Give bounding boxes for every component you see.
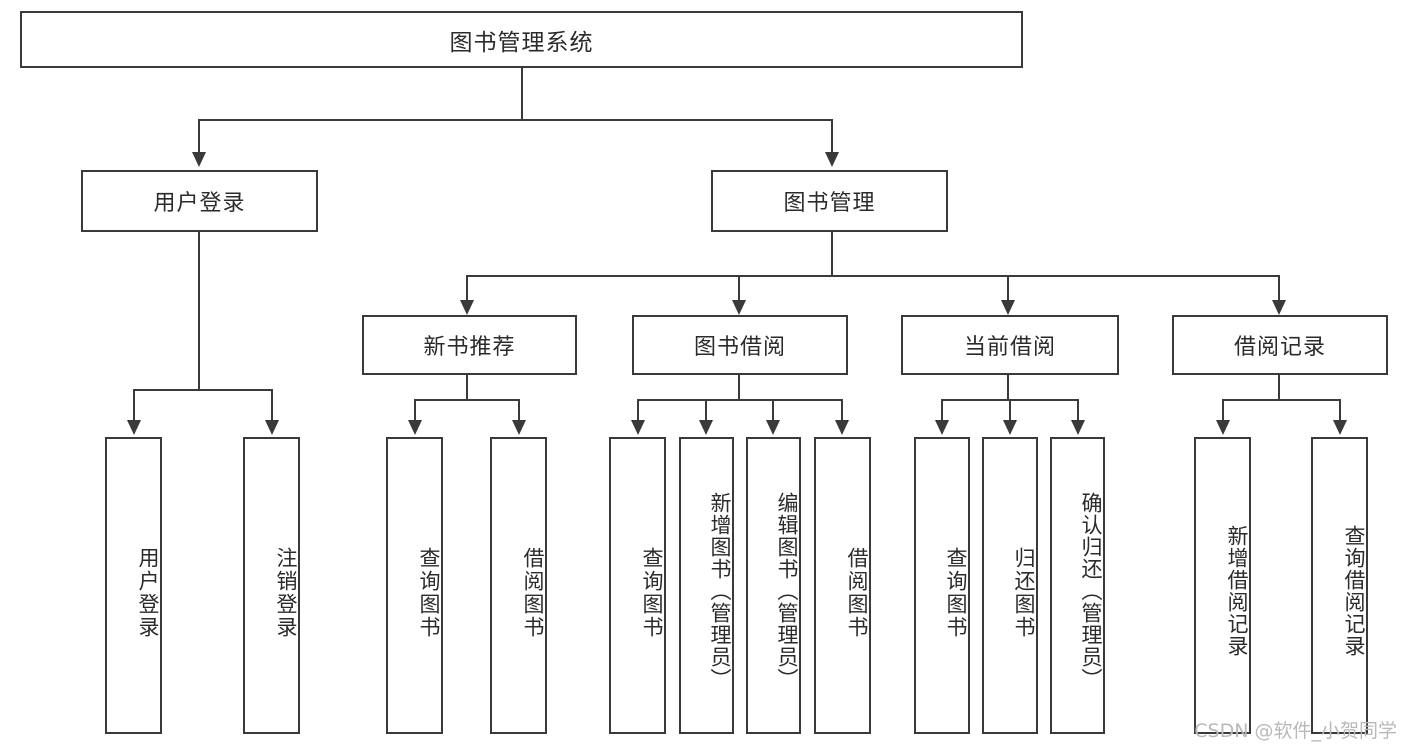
arrowhead-leaf-logout <box>265 420 279 435</box>
node-leaf-borrow-book-2-label: 借阅图书 <box>845 546 869 639</box>
edge-to-leaf-query-book-2 <box>637 399 639 421</box>
edge-book-borrow-trunk <box>738 375 740 400</box>
node-borrow-record[interactable]: 借阅记录 <box>1172 315 1388 375</box>
node-leaf-logout-label: 注销登录 <box>274 546 298 639</box>
node-leaf-query-record-label: 查询借阅记录 <box>1342 524 1366 657</box>
watermark: CSDN @软件_小贺同学 <box>1194 720 1397 742</box>
edge-borrow-record-trunk <box>1278 375 1280 400</box>
node-leaf-return-book-label: 归还图书 <box>1012 546 1036 639</box>
edge-to-current-borrow <box>1007 275 1009 301</box>
edge-book-mgmt-bus <box>466 275 1280 277</box>
arrowhead-borrow-record <box>1272 300 1286 315</box>
node-book-borrow-label: 图书借阅 <box>693 335 786 360</box>
node-leaf-query-book-3[interactable]: 查询图书 <box>914 437 970 734</box>
arrowhead-leaf-query-record <box>1333 420 1347 435</box>
edge-to-leaf-add-record <box>1222 399 1224 421</box>
arrowhead-leaf-edit-book <box>766 420 780 435</box>
node-leaf-add-book[interactable]: 新增图书（管理员） <box>679 437 734 734</box>
node-leaf-confirm-return-label: 确认归还（管理员） <box>1079 491 1103 690</box>
arrowhead-leaf-confirm-return <box>1071 420 1085 435</box>
node-book-borrow[interactable]: 图书借阅 <box>632 315 848 375</box>
edge-to-leaf-edit-book <box>772 399 774 421</box>
node-root-label: 图书管理系统 <box>449 29 594 56</box>
node-leaf-borrow-book-2[interactable]: 借阅图书 <box>814 437 871 734</box>
arrowhead-book-mgmt <box>825 152 839 167</box>
edge-to-leaf-borrow-book-1 <box>518 399 520 421</box>
edge-borrow-record-bus <box>1222 399 1339 401</box>
node-leaf-edit-book-label: 编辑图书（管理员） <box>775 491 799 690</box>
edge-new-book-rec-bus <box>414 399 518 401</box>
node-user-login-label: 用户登录 <box>153 191 246 216</box>
node-leaf-return-book[interactable]: 归还图书 <box>982 437 1038 734</box>
arrowhead-book-borrow <box>732 300 746 315</box>
edge-new-book-rec-trunk <box>466 375 468 400</box>
node-leaf-add-record-label: 新增借阅记录 <box>1225 524 1249 657</box>
edge-user-login-bus <box>133 389 272 391</box>
node-leaf-query-record[interactable]: 查询借阅记录 <box>1311 437 1368 734</box>
node-leaf-confirm-return[interactable]: 确认归还（管理员） <box>1050 437 1105 734</box>
edge-root-to-book-mgmt <box>831 119 833 153</box>
edge-to-leaf-query-book-1 <box>414 399 416 421</box>
node-leaf-query-book-3-label: 查询图书 <box>944 546 968 639</box>
node-root[interactable]: 图书管理系统 <box>20 11 1023 68</box>
node-leaf-add-record[interactable]: 新增借阅记录 <box>1194 437 1251 734</box>
node-book-mgmt[interactable]: 图书管理 <box>711 170 948 232</box>
arrowhead-leaf-query-book-1 <box>408 420 422 435</box>
edge-to-leaf-confirm-return <box>1077 399 1079 421</box>
edge-root-bus <box>198 119 832 121</box>
edge-to-leaf-logout <box>271 389 273 421</box>
arrowhead-user-login <box>192 152 206 167</box>
node-current-borrow-label: 当前借阅 <box>963 335 1056 360</box>
edge-to-leaf-borrow-book-2 <box>841 399 843 421</box>
node-leaf-query-book-1-label: 查询图书 <box>417 546 441 639</box>
edge-to-leaf-add-book <box>705 399 707 421</box>
edge-book-mgmt-trunk <box>831 232 833 276</box>
edge-to-borrow-record <box>1278 275 1280 301</box>
node-leaf-borrow-book-1-label: 借阅图书 <box>521 546 545 639</box>
edge-to-leaf-user-login <box>133 389 135 421</box>
edge-root-to-user-login <box>198 119 200 153</box>
arrowhead-leaf-query-book-2 <box>631 420 645 435</box>
arrowhead-leaf-user-login <box>127 420 141 435</box>
node-book-mgmt-label: 图书管理 <box>783 191 876 216</box>
node-new-book-rec-label: 新书推荐 <box>423 335 516 360</box>
edge-to-book-borrow <box>738 275 740 301</box>
node-leaf-user-login[interactable]: 用户登录 <box>105 437 162 734</box>
edge-to-new-book-rec <box>466 275 468 301</box>
edge-to-leaf-return-book <box>1009 399 1011 421</box>
node-user-login[interactable]: 用户登录 <box>81 170 318 232</box>
edge-current-borrow-trunk <box>1007 375 1009 400</box>
arrowhead-leaf-add-record <box>1216 420 1230 435</box>
node-leaf-borrow-book-1[interactable]: 借阅图书 <box>490 437 547 734</box>
node-leaf-query-book-2[interactable]: 查询图书 <box>609 437 666 734</box>
edge-root-trunk <box>521 68 523 120</box>
arrowhead-leaf-add-book <box>699 420 713 435</box>
node-current-borrow[interactable]: 当前借阅 <box>901 315 1119 375</box>
node-leaf-logout[interactable]: 注销登录 <box>243 437 300 734</box>
node-leaf-query-book-2-label: 查询图书 <box>640 546 664 639</box>
node-leaf-add-book-label: 新增图书（管理员） <box>708 491 732 690</box>
node-leaf-edit-book[interactable]: 编辑图书（管理员） <box>746 437 801 734</box>
edge-to-leaf-query-record <box>1339 399 1341 421</box>
edge-book-borrow-bus <box>637 399 842 401</box>
edge-to-leaf-query-book-3 <box>941 399 943 421</box>
arrowhead-leaf-query-book-3 <box>935 420 949 435</box>
arrowhead-leaf-return-book <box>1003 420 1017 435</box>
arrowhead-leaf-borrow-book-2 <box>835 420 849 435</box>
node-new-book-rec[interactable]: 新书推荐 <box>362 315 577 375</box>
arrowhead-leaf-borrow-book-1 <box>512 420 526 435</box>
edge-user-login-trunk <box>198 232 200 390</box>
arrowhead-current-borrow <box>1001 300 1015 315</box>
arrowhead-new-book-rec <box>460 300 474 315</box>
node-leaf-query-book-1[interactable]: 查询图书 <box>386 437 443 734</box>
node-borrow-record-label: 借阅记录 <box>1233 335 1326 360</box>
node-leaf-user-login-label: 用户登录 <box>136 546 160 639</box>
